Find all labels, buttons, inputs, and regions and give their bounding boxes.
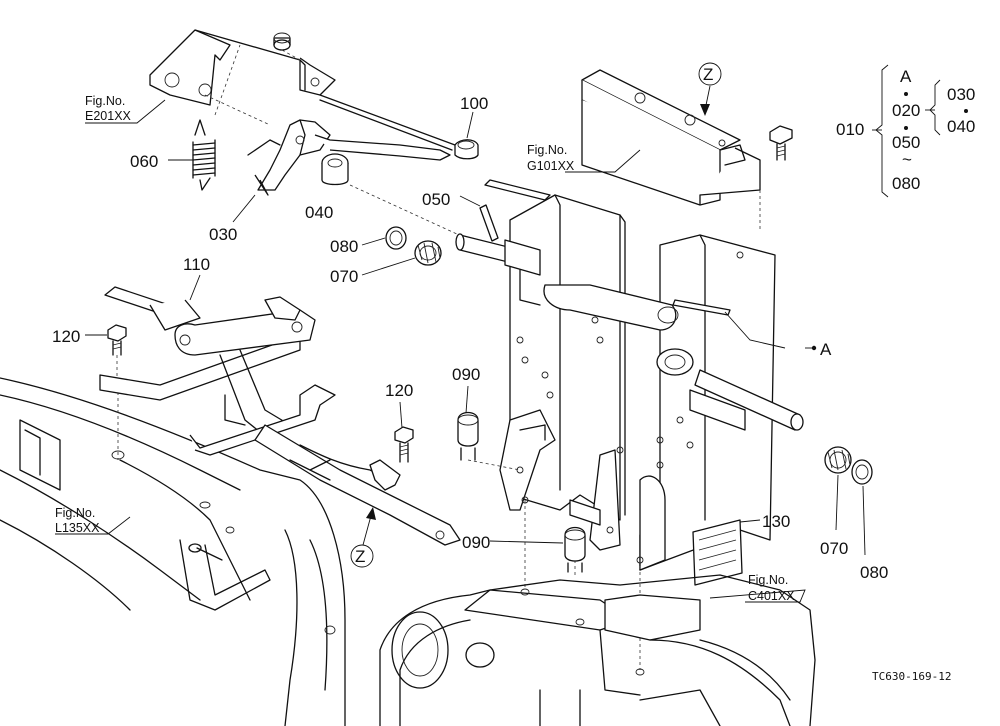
plate-130 [692,519,743,586]
ref-e201-line2: E201XX [85,109,132,123]
label-120-right: 120 [385,381,413,400]
legend-item1: 020 [892,101,920,120]
bracket-e201 [149,29,336,106]
assembly-legend: 010 A 020 050 ~ 080 030 040 [836,64,975,198]
frame-assembly [0,377,346,726]
ref-g101-line1: Fig.No. [527,143,567,157]
pedal-linkage-110 [99,286,461,546]
label-100: 100 [460,94,488,113]
stopper-bolt-lower [564,526,586,573]
main-bracket [455,179,804,670]
bracket-g101 [581,69,761,230]
label-090-upper: 090 [452,365,480,384]
label-130: 130 [762,512,790,531]
part-labels: 060 030 040 100 050 080 070 110 120 120 … [52,94,888,582]
label-110: 110 [183,255,210,274]
ref-c401-line2: C401XX [748,589,795,603]
collar-040 [321,153,349,186]
spring-pin-050 [479,204,499,242]
legend-a: A [900,67,912,86]
washer-080-left [385,226,407,250]
label-060: 060 [130,152,158,171]
rod [204,94,471,241]
ref-g101-line2: G101XX [527,159,575,173]
spring-060 [192,44,241,191]
ref-c401: Fig.No. C401XX [748,573,795,603]
legend-sub1: 030 [947,85,975,104]
label-040: 040 [305,203,333,222]
bearing-070-left [414,240,442,266]
ref-g101: Fig.No. G101XX [527,143,575,173]
z-marker-bottom-text: Z [355,547,365,566]
ref-l135: Fig.No. L135XX [55,506,100,535]
label-120-left: 120 [52,327,80,346]
legend-tilde: ~ [902,150,912,169]
ref-c401-line1: Fig.No. [748,573,788,587]
legend-item2: 050 [892,133,920,152]
stopper-bolt-upper [457,411,521,471]
label-090-lower: 090 [462,533,490,552]
z-marker-top-text: Z [703,65,713,84]
drawing-code: TC630-169-12 [872,670,951,683]
ref-l135-line1: Fig.No. [55,506,95,520]
bearing-070-right [824,446,852,474]
bolt-g101 [769,125,793,161]
label-030: 030 [209,225,237,244]
ref-l135-line2: L135XX [55,521,100,535]
legend-root: 010 [836,120,864,139]
housing-c401 [379,574,816,726]
z-marker-bottom: Z [350,544,374,568]
bolt-120-right [394,426,414,463]
knob-100 [454,139,479,160]
lever-030 [247,119,451,196]
legend-sub2: 040 [947,117,975,136]
label-070-right: 070 [820,539,848,558]
label-080-right: 080 [860,563,888,582]
leader-lines [55,85,968,603]
washer-080-right [851,459,873,485]
bolt-120-left [107,324,127,378]
legend-item3: 080 [892,174,920,193]
ref-e201: Fig.No. E201XX [85,94,132,123]
label-080-left: 080 [330,237,358,256]
ref-e201-line1: Fig.No. [85,94,125,108]
label-a: A [820,340,832,359]
label-050: 050 [422,190,450,209]
z-marker-top: Z [698,62,722,86]
label-070-left: 070 [330,267,358,286]
